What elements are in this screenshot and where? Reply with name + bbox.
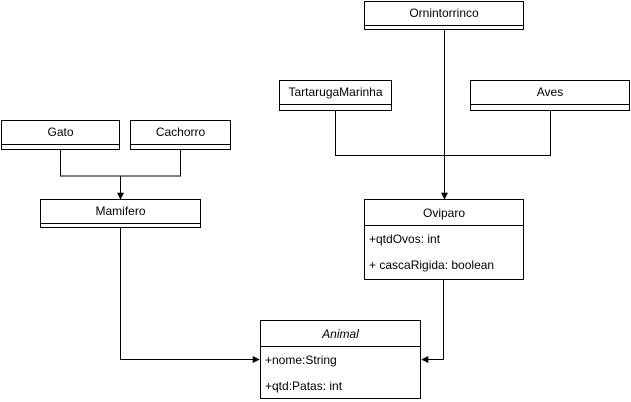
class-tartaruga-marinha-name: TartarugaMarinha <box>280 81 391 105</box>
class-gato[interactable]: Gato <box>1 120 120 150</box>
connector-mamifero-animal <box>120 228 260 363</box>
class-aves-name: Aves <box>471 81 629 105</box>
class-tartaruga-marinha[interactable]: TartarugaMarinha <box>279 80 392 111</box>
class-mamifero-name: Mamifero <box>41 200 200 224</box>
class-animal[interactable]: Animal +nome:String +qtd:Patas: int <box>260 320 421 399</box>
class-gato-empty-compartment <box>2 145 119 149</box>
class-animal-attribute: +nome:String <box>265 353 337 367</box>
connector-tartaruga-oviparo <box>335 111 445 156</box>
class-ornintorrinco[interactable]: Ornintorrinco <box>364 1 524 30</box>
class-aves-empty-compartment <box>471 105 629 109</box>
class-mamifero[interactable]: Mamifero <box>40 199 201 228</box>
class-gato-name: Gato <box>2 121 119 145</box>
class-tartaruga-marinha-empty-compartment <box>280 105 391 109</box>
class-animal-name: Animal <box>261 321 420 347</box>
class-cachorro[interactable]: Cachorro <box>130 120 231 150</box>
class-ornintorrinco-empty-compartment <box>365 26 523 30</box>
class-oviparo-attribute: + cascaRigida: boolean <box>369 258 495 272</box>
class-cachorro-name: Cachorro <box>131 121 230 145</box>
class-aves[interactable]: Aves <box>470 80 630 111</box>
class-oviparo-name: Oviparo <box>365 200 523 226</box>
connector-gato-mamifero <box>60 150 121 177</box>
class-mamifero-empty-compartment <box>41 224 200 228</box>
connector-oviparo-animal <box>421 280 444 363</box>
class-ornintorrinco-name: Ornintorrinco <box>365 2 523 26</box>
connector-aves-oviparo <box>444 111 551 156</box>
class-animal-attribute: +qtd:Patas: int <box>265 379 343 393</box>
class-oviparo-attribute: +qtdOvos: int <box>369 232 441 246</box>
class-cachorro-empty-compartment <box>131 145 230 149</box>
class-oviparo[interactable]: Oviparo +qtdOvos: int + cascaRigida: boo… <box>364 199 524 280</box>
connector-cachorro-mamifero <box>117 150 181 200</box>
